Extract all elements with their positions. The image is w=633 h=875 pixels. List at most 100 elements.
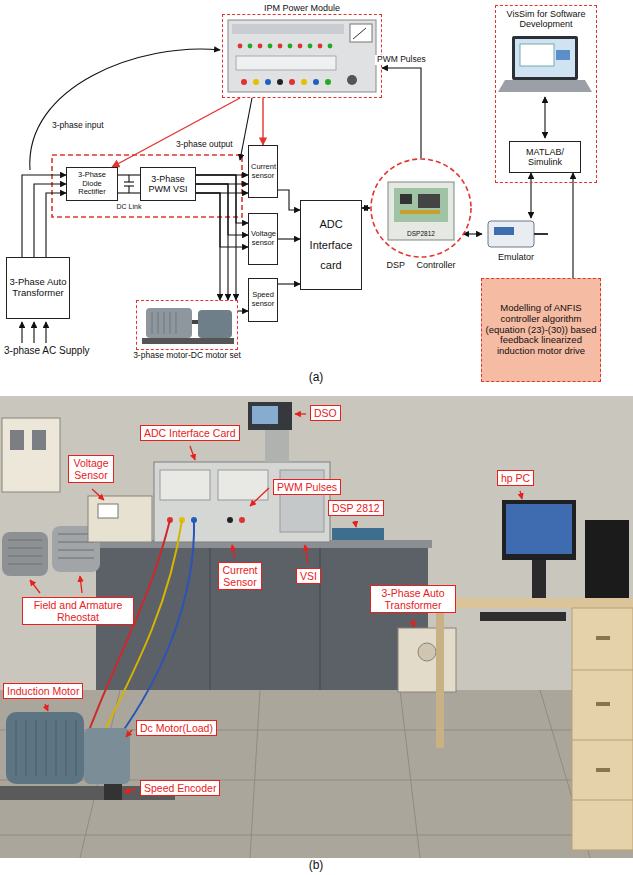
ipm-photo (228, 20, 376, 92)
connector (278, 190, 300, 210)
matlab-box: MATLAB/ Simulink (509, 141, 581, 173)
node-text: Field and Armature Rheostat (26, 599, 130, 623)
annotation-label: DSP2812 (391, 230, 451, 237)
motor-set-photo (146, 308, 192, 338)
converter-group (52, 155, 242, 217)
connector-line (238, 310, 248, 311)
lab-photo (160, 470, 210, 500)
lab-photo (88, 496, 152, 542)
callout-box: Induction Motor (3, 683, 83, 699)
lab-photo (32, 430, 46, 450)
node-text: Speed Encoder (144, 782, 216, 794)
connector (531, 173, 532, 218)
sensor-box: Speed sensor (248, 278, 278, 322)
lab-photo (8, 534, 94, 564)
lab-photo (2, 418, 60, 492)
lab-photo (227, 517, 233, 523)
annotation-label: 3-phase input (52, 121, 104, 131)
dsp-controller: DSP Controller (370, 158, 472, 258)
callout-box: Field and Armature Rheostat (22, 597, 134, 625)
lab-photo (418, 643, 436, 661)
node-text: VSI (300, 570, 317, 582)
connector (463, 234, 482, 235)
lab-photo (265, 430, 289, 462)
rectifier-box: 3-Phase Diode Rectifier (66, 167, 118, 201)
connector (573, 173, 574, 278)
lab-photo (502, 500, 576, 560)
connector (118, 175, 140, 193)
leader-line (124, 789, 136, 792)
leader-line (520, 491, 522, 499)
lab-photo (398, 628, 456, 692)
connector-line (112, 98, 240, 167)
connector (196, 175, 248, 247)
connector-line (124, 181, 134, 182)
lab-photo (10, 430, 24, 450)
lab-photo (84, 728, 130, 784)
leader-line (80, 576, 82, 593)
node-text: 3-Phase Auto Transformer (7, 277, 69, 299)
adc-card: ADC Interface card (300, 200, 362, 290)
ipm-photo (318, 44, 323, 49)
connector-line (46, 193, 66, 257)
dsp-board-photo (394, 188, 448, 222)
ipm-photo (298, 44, 303, 49)
lab-photo (596, 768, 610, 772)
callout-box: Voltage Sensor (68, 455, 114, 483)
leader-line (45, 704, 48, 711)
ipm-photo (289, 79, 295, 85)
node-text: ADC Interface card (301, 214, 361, 277)
edge-label: PWM Pulses (375, 55, 428, 65)
connector-line (463, 233, 482, 234)
leader-line (92, 489, 104, 500)
node-text: MATLAB/ Simulink (510, 147, 580, 168)
laptop-photo (498, 80, 592, 92)
connector-line (196, 175, 236, 300)
power-wires (33, 322, 34, 343)
connector-line (278, 238, 300, 239)
power-wires (45, 322, 46, 343)
connector-line (22, 175, 66, 257)
lab-photo (572, 670, 633, 800)
ipm-photo (258, 44, 263, 49)
algorithm-box: Modelling of ANFIS controller algorithm … (481, 278, 601, 382)
leader-line (250, 488, 269, 506)
connector-line (196, 184, 228, 300)
annotation-label: 3-phase output (176, 140, 233, 150)
leader-line (232, 545, 235, 558)
dsp-board-photo (388, 182, 454, 240)
leader-line (126, 730, 132, 737)
lab-photo (98, 504, 118, 518)
callout-box: hp PC (497, 470, 534, 486)
transformer-box: 3-Phase Auto Transformer (6, 257, 70, 319)
leader-line (190, 446, 195, 460)
lab-photo (239, 517, 245, 523)
connector-line (278, 283, 300, 284)
ellipse-outline (370, 158, 472, 258)
node-text: Voltage sensor (249, 230, 277, 247)
lab-photo (118, 520, 194, 738)
node-text: Voltage Sensor (72, 457, 110, 481)
dsp-board-photo (418, 194, 440, 208)
leader-line (30, 580, 40, 593)
connector-line (278, 190, 300, 210)
callout-box: VSI (296, 568, 321, 584)
lab-photo (436, 608, 444, 748)
lab-photo (2, 532, 48, 576)
ipm-photo (236, 56, 336, 70)
ipm-photo (350, 24, 372, 42)
sensor-box: Current sensor (248, 145, 278, 198)
dsp-board-photo (400, 210, 440, 214)
node-text: Induction Motor (7, 685, 79, 697)
lab-photo (6, 712, 84, 784)
connector (263, 98, 264, 145)
connector-line (128, 175, 129, 182)
connector (362, 208, 370, 209)
emulator: Emulator (482, 218, 550, 250)
lab-photo (432, 598, 633, 608)
leader-line (355, 521, 356, 527)
node-text: Current Sensor (222, 564, 258, 588)
lab-photo (572, 608, 633, 850)
